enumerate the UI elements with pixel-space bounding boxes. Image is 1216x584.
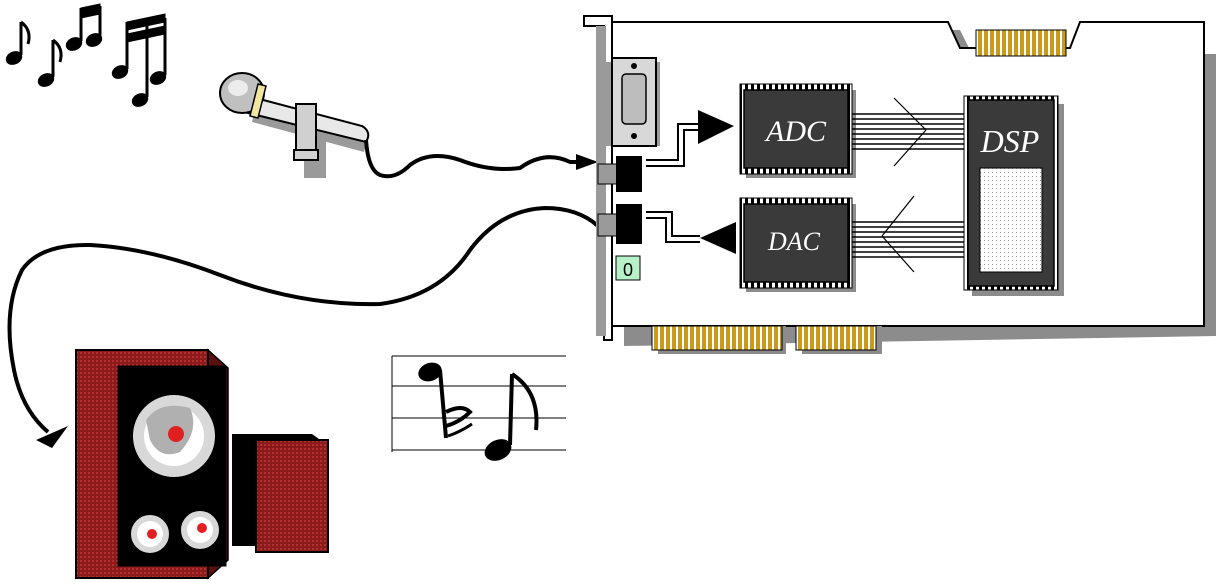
music-notes-icon	[5, 3, 167, 107]
microphone-icon	[219, 72, 370, 178]
dsp-label: DSP	[980, 123, 1040, 159]
dsp-dac-bus	[852, 195, 966, 273]
adc-chip	[743, 89, 849, 169]
adc-input-arrow	[698, 110, 734, 144]
dac-output-arrow	[700, 222, 736, 254]
port-marker-label: 0	[623, 260, 633, 280]
bottom-edge-connector-2	[795, 325, 877, 351]
adc-dsp-bus	[852, 97, 966, 167]
adc-label: ADC	[764, 115, 827, 148]
sound-card-icon: 0 ADC DAC	[583, 15, 1216, 354]
speaker-cable	[7, 205, 600, 434]
port-marker	[615, 255, 641, 281]
speaker-out-jack	[616, 204, 642, 244]
music-staff-icon	[391, 355, 566, 461]
mic-cable-arrow	[576, 154, 598, 170]
mic-in-jack	[616, 156, 642, 192]
satellite-speaker	[232, 434, 256, 546]
dac-chip	[743, 203, 849, 283]
speaker-cable-arrow	[36, 426, 68, 448]
card-board	[611, 21, 1205, 327]
dsp-window	[979, 167, 1043, 273]
top-edge-connector	[975, 29, 1067, 57]
woofer-center	[168, 426, 184, 442]
dac-label: DAC	[767, 227, 821, 256]
bottom-edge-connector-1	[651, 325, 783, 351]
microphone-cable	[364, 139, 588, 179]
speaker-icon	[75, 348, 329, 580]
